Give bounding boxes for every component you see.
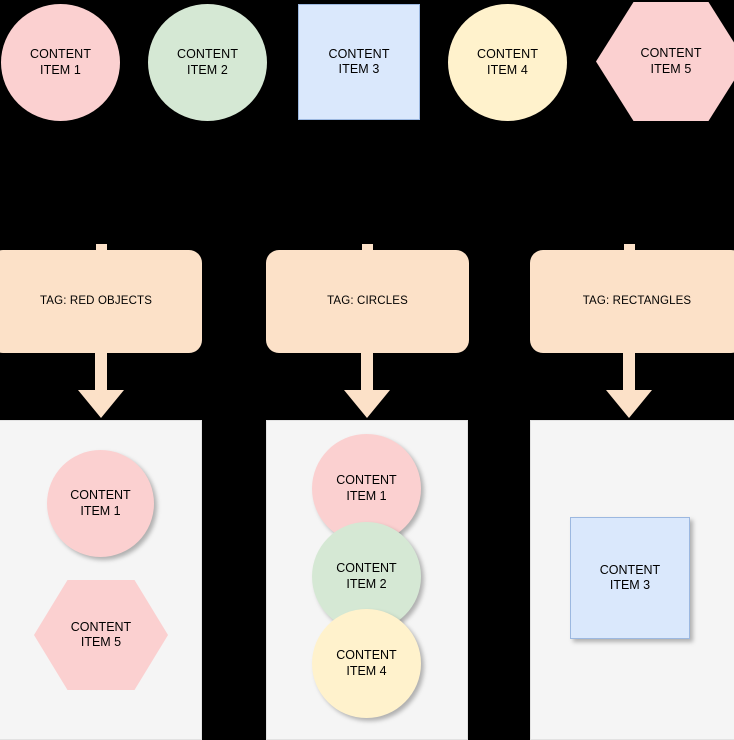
source-item-5-label: CONTENT ITEM 5: [640, 46, 702, 76]
grouped-item-3-in-rectangles[interactable]: CONTENT ITEM 3: [570, 517, 690, 639]
grouped-item-5-in-red-objects-label: CONTENT ITEM 5: [70, 619, 132, 649]
tag-rectangles[interactable]: TAG: RECTANGLES: [530, 250, 734, 353]
tag-circles-label: TAG: CIRCLES: [327, 295, 408, 308]
source-item-3-label: CONTENT ITEM 3: [328, 46, 390, 76]
grouped-item-3-in-rectangles-label: CONTENT ITEM 3: [599, 562, 661, 592]
grouped-item-1-in-red-objects[interactable]: CONTENT ITEM 1: [47, 450, 154, 557]
source-item-1[interactable]: CONTENT ITEM 1: [1, 4, 120, 121]
grouped-item-2-in-circles-label: CONTENT ITEM 2: [336, 561, 397, 591]
source-item-3[interactable]: CONTENT ITEM 3: [298, 4, 420, 120]
source-item-4-label: CONTENT ITEM 4: [476, 47, 539, 77]
connector-stub-rectangles: [624, 244, 635, 252]
grouped-item-1-in-red-objects-label: CONTENT ITEM 1: [70, 488, 131, 518]
tag-rectangles-label: TAG: RECTANGLES: [582, 295, 692, 308]
grouped-item-4-in-circles[interactable]: CONTENT ITEM 4: [312, 609, 421, 718]
source-item-5[interactable]: CONTENT ITEM 5: [596, 2, 734, 121]
arrow-circles: [344, 352, 390, 418]
tag-red-objects[interactable]: TAG: RED OBJECTS: [0, 250, 202, 353]
grouped-item-1-in-circles-label: CONTENT ITEM 1: [336, 473, 397, 503]
connector-stub-circles: [362, 244, 373, 252]
source-item-2-label: CONTENT ITEM 2: [176, 47, 239, 77]
source-item-4[interactable]: CONTENT ITEM 4: [448, 4, 567, 121]
source-item-1-label: CONTENT ITEM 1: [29, 47, 92, 77]
arrow-red-objects: [78, 352, 124, 418]
grouped-item-4-in-circles-label: CONTENT ITEM 4: [336, 648, 397, 678]
arrow-rectangles: [606, 352, 652, 418]
tag-circles[interactable]: TAG: CIRCLES: [266, 250, 469, 353]
connector-stub-red-objects: [96, 244, 107, 252]
source-item-2[interactable]: CONTENT ITEM 2: [148, 4, 267, 121]
tag-red-objects-label: TAG: RED OBJECTS: [39, 295, 153, 308]
